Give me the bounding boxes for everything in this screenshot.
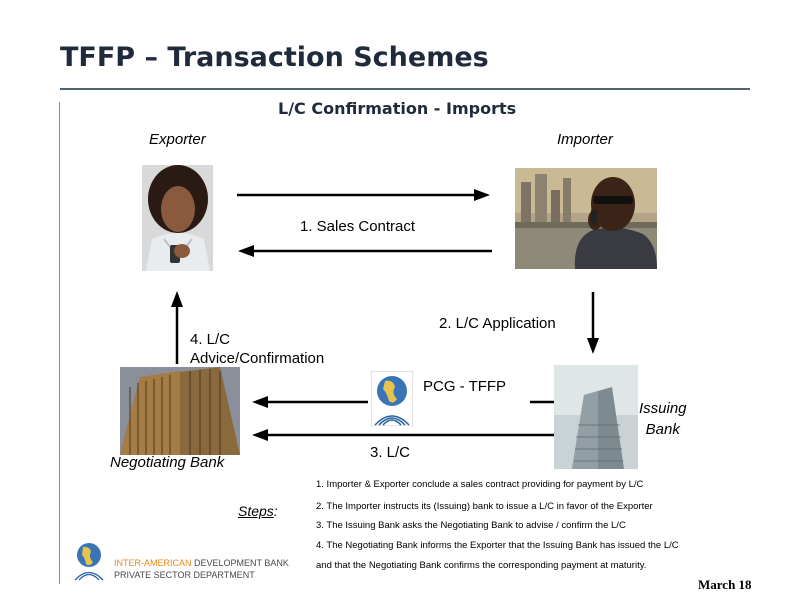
iadb-logo-icon	[72, 541, 106, 581]
lc-label: 3. L/C	[370, 444, 411, 461]
exporter-label: Exporter	[149, 131, 206, 148]
advice-confirmation-arrow	[171, 291, 183, 364]
step-4: 4. The Negotiating Bank informs the Expo…	[316, 540, 679, 551]
step-3: 3. The Issuing Bank asks the Negotiating…	[316, 520, 626, 531]
steps-heading: Steps:	[238, 503, 278, 519]
pcg-label: PCG - TFFP	[423, 378, 507, 395]
pcg-globe-icon	[371, 371, 413, 426]
lc-arrows	[252, 396, 554, 441]
page-title: TFFP – Transaction Schemes	[60, 42, 489, 73]
diagram-subtitle: L/C Confirmation - Imports	[278, 99, 517, 118]
iadb-org-name: INTER-AMERICAN DEVELOPMENT BANK	[114, 557, 289, 569]
issuing-bank-label-line1: Issuing	[639, 400, 687, 417]
iadb-org-suffix: DEVELOPMENT BANK	[194, 558, 289, 568]
iadb-org-prefix: INTER-AMERICAN	[114, 558, 195, 568]
importer-label: Importer	[557, 131, 613, 148]
advice-confirmation-label: 4. L/C Advice/Confirmation	[190, 330, 324, 368]
lc-application-arrow	[587, 292, 599, 354]
sales-contract-arrows	[237, 189, 492, 257]
negotiating-bank-photo	[120, 367, 240, 455]
advice-label-line1: 4. L/C	[190, 331, 231, 348]
step-2: 2. The Importer instructs its (Issuing) …	[316, 501, 653, 512]
issuing-bank-label-line2: Bank	[645, 421, 680, 438]
lc-application-label: 2. L/C Application	[439, 315, 556, 332]
exporter-photo	[142, 165, 213, 271]
slide-date: March 18	[698, 577, 752, 592]
issuing-bank-label: Issuing Bank	[639, 398, 687, 440]
sales-contract-label: 1. Sales Contract	[300, 218, 416, 235]
advice-label-line2: Advice/Confirmation	[190, 350, 325, 367]
iadb-footer-text: INTER-AMERICAN DEVELOPMENT BANK PRIVATE …	[114, 557, 289, 581]
importer-photo	[515, 168, 657, 269]
steps-heading-text: Steps	[238, 503, 274, 519]
steps-heading-colon: :	[273, 503, 278, 519]
issuing-bank-photo	[554, 365, 638, 469]
negotiating-bank-label: Negotiating Bank	[110, 454, 225, 471]
step-4-continued: and that the Negotiating Bank confirms t…	[316, 560, 647, 571]
step-1: 1. Importer & Exporter conclude a sales …	[316, 479, 644, 490]
title-divider	[60, 88, 750, 90]
left-border-line	[59, 102, 60, 584]
iadb-department: PRIVATE SECTOR DEPARTMENT	[114, 570, 255, 580]
